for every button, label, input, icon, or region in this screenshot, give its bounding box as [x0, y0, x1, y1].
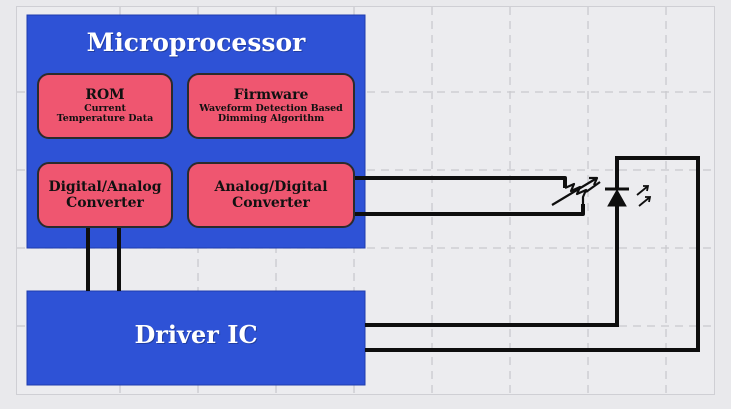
driver-ic-title: Driver IC: [134, 320, 258, 349]
dac-box: Digital/Analog Converter: [37, 162, 173, 228]
microprocessor-title: Microprocessor: [86, 28, 306, 57]
driver-to-led-wires: [365, 156, 700, 352]
dac-title: Digital/Analog Converter: [48, 178, 162, 211]
firmware-box: Firmware Waveform Detection Based Dimmin…: [187, 73, 355, 139]
rom-box: ROM Current Temperature Data: [37, 73, 173, 139]
thermistor-icon: [551, 176, 601, 206]
rom-title: ROM: [85, 86, 125, 103]
adc-box: Analog/Digital Converter: [187, 162, 355, 228]
firmware-title: Firmware: [233, 86, 309, 103]
dac-to-driver-wires: [86, 226, 121, 291]
adc-title: Analog/Digital Converter: [214, 178, 328, 211]
led-icon: [605, 185, 652, 207]
driver-ic-block: [26, 290, 366, 386]
rom-subtitle: Current Temperature Data: [56, 103, 154, 125]
firmware-subtitle: Waveform Detection Based Dimming Algorit…: [199, 103, 343, 125]
adc-to-thermistor-wires: [354, 176, 585, 216]
